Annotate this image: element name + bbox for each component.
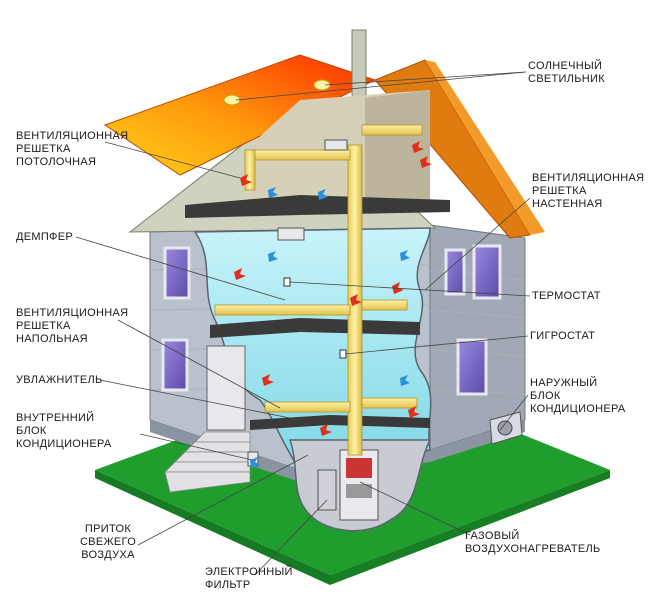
label-fresh-air: ПРИТОК СВЕЖЕГО ВОЗДУХА (79, 523, 137, 561)
label-solar-light: СОЛНЕЧНЫЙ СВЕТИЛЬНИК (528, 60, 605, 85)
ceiling-vent (324, 139, 348, 151)
label-humidifier: УВЛАЖНИТЕЛЬ (16, 374, 103, 386)
damper (277, 227, 305, 241)
label-wall-grille: ВЕНТИЛЯЦИОННАЯ РЕШЕТКА НАСТЕННАЯ (532, 172, 645, 210)
leader-lines (75, 71, 531, 576)
cool-arrows (250, 187, 410, 468)
outdoor-ac-unit (489, 411, 523, 445)
electronic-filter (317, 469, 337, 511)
heat-arrows (234, 141, 432, 436)
label-ceiling-grille: ВЕНТИЛЯЦИОННАЯ РЕШЕТКА ПОТОЛОЧНАЯ (16, 130, 129, 168)
stairs (164, 431, 251, 493)
label-damper: ДЕМПФЕР (16, 231, 73, 243)
windows (161, 244, 502, 396)
label-electronic-filter: ЭЛЕКТРОННЫЙ ФИЛЬТР (205, 566, 293, 591)
label-indoor-unit: ВНУТРЕННИЙ БЛОК КОНДИЦИОНЕРА (16, 412, 112, 450)
thermostat-device (283, 277, 291, 287)
label-outdoor-unit: НАРУЖНЫЙ БЛОК КОНДИЦИОНЕРА (530, 377, 626, 415)
label-hygrostat: ГИГРОСТАТ (530, 330, 596, 342)
label-floor-grille: ВЕНТИЛЯЦИОННАЯ РЕШЕТКА НАПОЛЬНАЯ (16, 307, 129, 345)
label-thermostat: ТЕРМОСТАТ (532, 290, 601, 302)
label-gas-heater: ГАЗОВЫЙ ВОЗДУХОНАГРЕВАТЕЛЬ (465, 530, 601, 555)
door (206, 345, 246, 431)
